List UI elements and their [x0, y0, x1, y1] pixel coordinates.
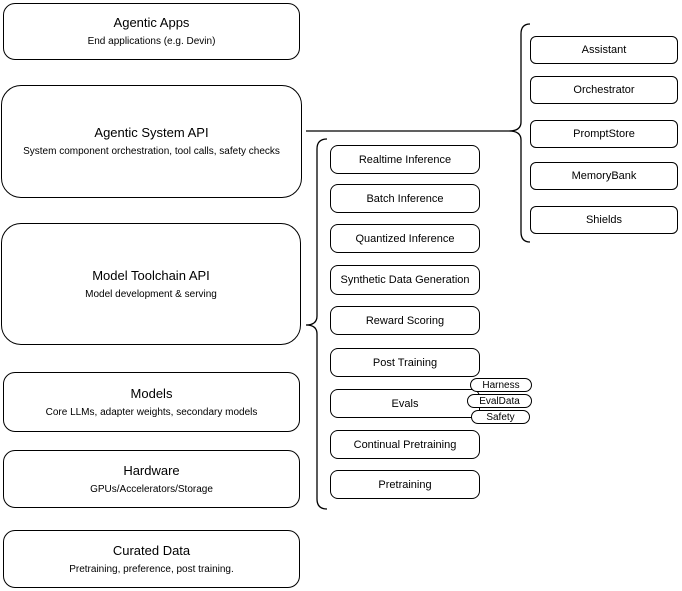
eval-tag-safety: Safety: [471, 410, 530, 424]
toolchain-item-quantized-inference: Quantized Inference: [330, 224, 480, 253]
curated-data-title: Curated Data: [112, 542, 191, 558]
toolchain-item-continual-pretraining: Continual Pretraining: [330, 430, 480, 459]
curated-data-box: Curated Data Pretraining, preference, po…: [3, 530, 300, 588]
model-toolchain-api-subtitle: Model development & serving: [85, 288, 217, 300]
agentic-system-api-box: Agentic System API System component orch…: [1, 85, 302, 198]
model-toolchain-api-box: Model Toolchain API Model development & …: [1, 223, 301, 345]
models-subtitle: Core LLMs, adapter weights, secondary mo…: [45, 406, 258, 418]
curated-data-subtitle: Pretraining, preference, post training.: [69, 563, 234, 575]
toolchain-item-reward-scoring: Reward Scoring: [330, 306, 480, 335]
toolchain-item-pretraining: Pretraining: [330, 470, 480, 499]
models-box: Models Core LLMs, adapter weights, secon…: [3, 372, 300, 432]
system-components-brace: [508, 23, 531, 243]
model-toolchain-api-title: Model Toolchain API: [92, 267, 210, 283]
system-component-orchestrator: Orchestrator: [530, 76, 678, 104]
hardware-box: Hardware GPUs/Accelerators/Storage: [3, 450, 300, 508]
agentic-system-api-subtitle: System component orchestration, tool cal…: [23, 146, 280, 157]
agentic-apps-box: Agentic Apps End applications (e.g. Devi…: [3, 3, 300, 60]
system-component-promptstore: PromptStore: [530, 120, 678, 148]
system-component-assistant: Assistant: [530, 36, 678, 64]
system-component-shields: Shields: [530, 206, 678, 234]
system-component-memorybank: MemoryBank: [530, 162, 678, 190]
eval-tag-evaldata: EvalData: [467, 394, 532, 408]
toolchain-item-realtime-inference: Realtime Inference: [330, 145, 480, 174]
toolchain-item-batch-inference: Batch Inference: [330, 184, 480, 213]
agentic-apps-subtitle: End applications (e.g. Devin): [87, 36, 216, 47]
toolchain-item-post-training: Post Training: [330, 348, 480, 377]
hardware-subtitle: GPUs/Accelerators/Storage: [90, 483, 213, 495]
agentic-apps-title: Agentic Apps: [113, 15, 190, 30]
models-title: Models: [130, 385, 173, 401]
toolchain-item-evals: Evals: [330, 389, 480, 418]
toolchain-group-brace: [305, 138, 328, 510]
eval-tag-harness: Harness: [470, 378, 532, 392]
agentic-system-api-title: Agentic System API: [94, 125, 209, 140]
hardware-title: Hardware: [123, 462, 180, 478]
toolchain-item-synthetic-data-generation: Synthetic Data Generation: [330, 265, 480, 295]
